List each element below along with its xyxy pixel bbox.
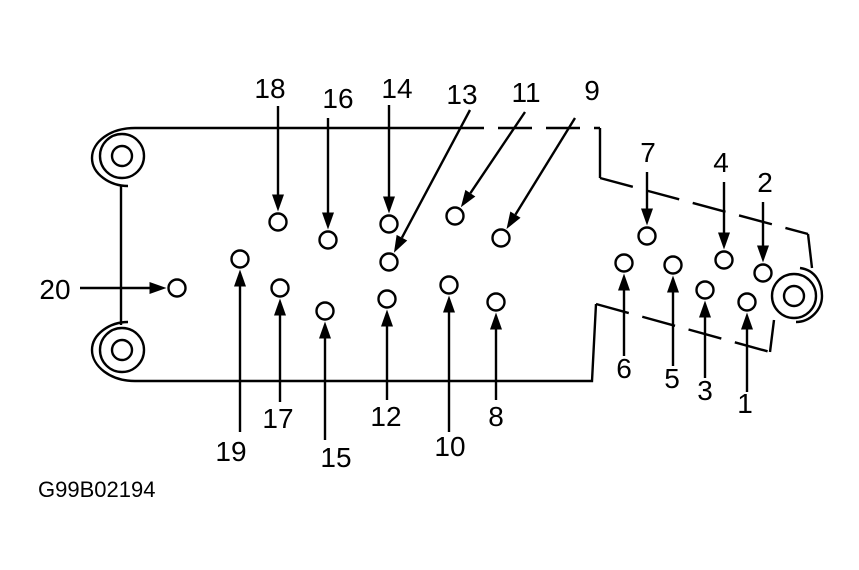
arrowhead-11 [460, 189, 476, 208]
arrowhead-2 [757, 245, 769, 263]
pin-label-3: 3 [697, 375, 713, 406]
pin-label-1: 1 [737, 388, 753, 419]
pin-contact-2 [753, 263, 773, 283]
pin-label-2: 2 [757, 167, 773, 198]
pin-label-11: 11 [511, 77, 540, 108]
arrowhead-17 [274, 298, 286, 316]
pin-contact-20 [167, 278, 187, 298]
arrowhead-9 [506, 211, 521, 230]
pin-label-20: 20 [39, 274, 70, 305]
pin-contact-6 [614, 253, 634, 273]
arrowhead-8 [490, 312, 502, 330]
pin-label-16: 16 [322, 83, 353, 114]
pin-contact-1 [737, 292, 757, 312]
pin-label-17: 17 [262, 403, 293, 434]
pin-label-15: 15 [320, 442, 351, 473]
pin-label-10: 10 [434, 431, 465, 462]
arrowhead-19 [234, 269, 246, 287]
leader-line-13 [400, 109, 472, 239]
pin-contact-13 [379, 252, 399, 272]
arrowhead-5 [667, 275, 679, 293]
arrowhead-4 [718, 232, 730, 250]
pin-label-5: 5 [664, 363, 680, 394]
pin-contact-14 [379, 214, 399, 234]
pin-contact-19 [230, 249, 250, 269]
pin-contact-7 [637, 226, 657, 246]
pin-label-7: 7 [640, 137, 656, 168]
arrowhead-3 [699, 300, 711, 318]
pin-contact-18 [268, 212, 288, 232]
pin-contact-11 [445, 206, 465, 226]
pin-contact-15 [315, 301, 335, 321]
arrowhead-13 [393, 234, 408, 253]
leader-line-11 [469, 111, 526, 194]
pin-label-14: 14 [381, 73, 412, 104]
pin-label-6: 6 [616, 353, 632, 384]
arrowhead-16 [322, 212, 334, 230]
pin-contact-9 [491, 228, 511, 248]
pin-contact-4 [714, 250, 734, 270]
arrowhead-20 [149, 282, 167, 294]
arrowhead-6 [618, 273, 630, 291]
pin-label-12: 12 [370, 401, 401, 432]
arrowhead-10 [443, 295, 455, 313]
mounting-lug-top-left [90, 126, 146, 188]
arrowhead-15 [319, 321, 331, 339]
pin-label-13: 13 [446, 79, 477, 110]
connector-housing [119, 126, 814, 383]
pin-label-18: 18 [254, 73, 285, 104]
pin-contact-8 [486, 292, 506, 312]
pin-contact-12 [377, 289, 397, 309]
pin-label-8: 8 [488, 401, 504, 432]
pin-contact-16 [318, 230, 338, 250]
pin-contact-3 [695, 280, 715, 300]
arrowhead-18 [272, 194, 284, 212]
pin-contact-10 [439, 275, 459, 295]
pin-contact-5 [663, 255, 683, 275]
pin-label-4: 4 [713, 147, 729, 178]
mounting-lug-bottom-left [90, 320, 146, 383]
figure-code: G99B02194 [38, 477, 155, 502]
pin-contact-17 [270, 278, 290, 298]
arrowhead-1 [741, 312, 753, 330]
arrowhead-12 [381, 309, 393, 327]
arrowhead-7 [641, 208, 653, 226]
mounting-lug-right [770, 266, 824, 324]
pin-label-9: 9 [584, 75, 600, 106]
pin-labels: 1 2 3 4 5 6 7 8 9 10 11 12 13 14 15 16 1… [39, 73, 772, 473]
pin-label-19: 19 [215, 436, 246, 467]
arrowhead-14 [383, 196, 395, 214]
leader-lines [80, 105, 769, 440]
leader-line-9 [514, 117, 577, 216]
pin-contacts [167, 206, 773, 321]
